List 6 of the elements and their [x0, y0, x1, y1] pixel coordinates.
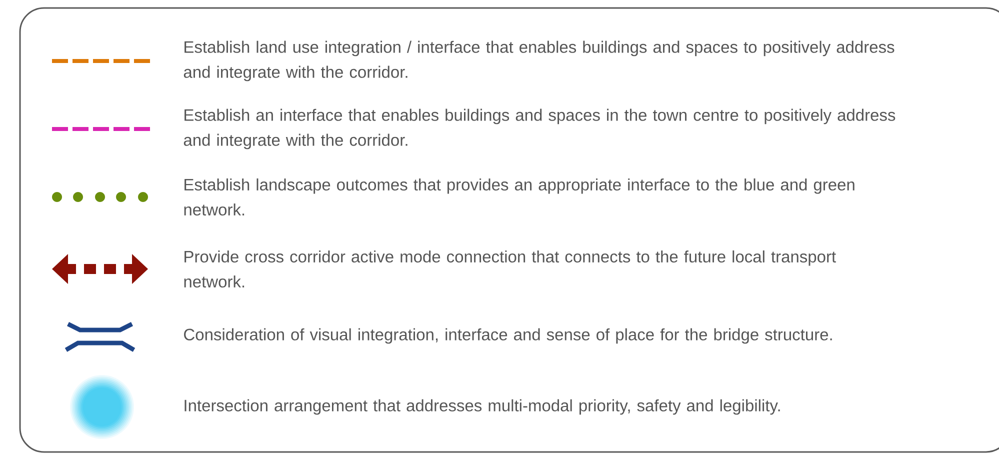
legend-text: Establish an interface that enables buildings and spaces in the town centre to positively address and integrate with the corridor. — [184, 108, 896, 150]
legend-text: Provide cross corridor active mode connection that connects to the future local transport network. — [184, 250, 836, 288]
legend-text: Intersection arrangement that addresses multi-modal priority, safety and legibility. — [184, 399, 780, 415]
legend-text: Establish landscape outcomes that provides an appropriate interface to the blue and green network. — [184, 178, 854, 216]
legend-text: Consideration of visual integration, interface and sense of place for the bridge structure. — [184, 328, 832, 344]
legend-text: Establish land use integration / interface that enables buildings and spaces to positively address and integrate with the corridor. — [184, 40, 894, 82]
